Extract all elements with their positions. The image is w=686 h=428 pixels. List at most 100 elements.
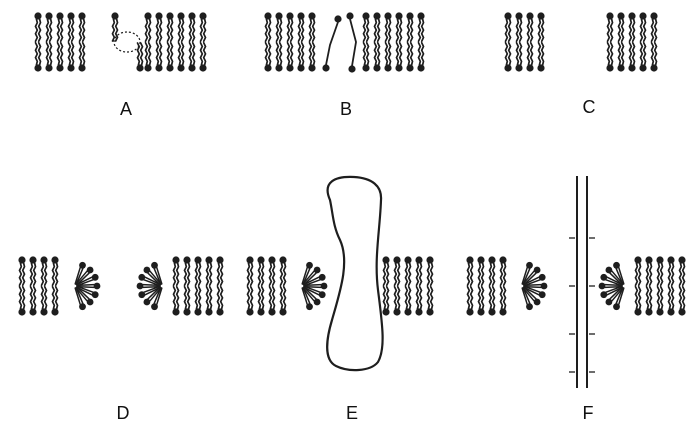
- lipid-tail: [645, 285, 650, 310]
- lipid-head: [393, 308, 401, 316]
- lipid-tail: [297, 18, 302, 43]
- lipid-tail: [156, 266, 163, 285]
- lipid-head: [667, 308, 675, 316]
- lipid-head: [488, 308, 496, 316]
- lipid-tail: [611, 270, 624, 285]
- lipid: [199, 41, 207, 72]
- lipid: [362, 41, 370, 72]
- lipid: [639, 12, 647, 43]
- lipid-tail: [59, 41, 64, 66]
- lipid: [382, 256, 390, 287]
- lipid: [183, 285, 191, 316]
- lipid-tail: [205, 285, 210, 310]
- lipid-tail: [54, 285, 59, 310]
- lipid: [537, 12, 545, 43]
- lipid-tail: [302, 286, 311, 305]
- lipid-tail: [362, 18, 367, 43]
- lipid-head: [540, 282, 548, 290]
- lipid-head: [634, 256, 642, 264]
- lipid-tail: [521, 266, 528, 285]
- lipid-tail: [56, 18, 61, 43]
- lipid-tail: [202, 41, 207, 66]
- lipid-tail: [278, 41, 283, 66]
- lipid-head: [656, 256, 664, 264]
- lipid: [166, 12, 174, 43]
- lipid: [373, 12, 381, 43]
- lipid-tail: [142, 283, 161, 287]
- lipid-tail: [264, 41, 269, 66]
- lipid: [404, 256, 412, 287]
- lipid-tail: [37, 18, 42, 43]
- lipid-tail: [537, 18, 542, 43]
- lipid: [78, 12, 86, 43]
- lipid-head: [600, 291, 608, 299]
- lipid-tail: [637, 262, 642, 287]
- lipid-tail: [507, 41, 512, 66]
- lipid-head: [600, 273, 608, 281]
- lipid-tail: [385, 285, 390, 310]
- lipid-tail: [373, 41, 378, 66]
- lipid-tail: [59, 18, 64, 43]
- lipid-tail: [48, 18, 53, 43]
- lipid-head: [395, 64, 403, 72]
- lipid-tail: [268, 262, 273, 287]
- lipid-tail: [393, 262, 398, 287]
- lipid-tail: [300, 18, 305, 43]
- lipid: [40, 256, 48, 287]
- lipid-head: [526, 261, 533, 269]
- lipid-head: [426, 308, 434, 316]
- lipid-head: [320, 282, 328, 290]
- lipid-head: [373, 64, 381, 72]
- lipid-tail: [75, 270, 88, 285]
- lipid-tail: [631, 18, 636, 43]
- lipid: [466, 285, 474, 316]
- lipid: [155, 41, 163, 72]
- lipid-tail: [175, 285, 180, 310]
- lipid: [308, 12, 316, 43]
- lipid-head: [91, 273, 99, 281]
- lipid-tail: [289, 41, 294, 66]
- lipid-tail: [653, 18, 658, 43]
- lipid-head: [183, 308, 191, 316]
- lipid: [404, 285, 412, 316]
- lipid-tail: [606, 18, 611, 43]
- lipid-tail: [219, 285, 224, 310]
- lipid-tail: [70, 41, 75, 66]
- lipid-head: [136, 64, 144, 72]
- lipid: [183, 256, 191, 287]
- lipid-tail: [681, 285, 686, 310]
- lipid: [177, 41, 185, 72]
- lipid-tail: [648, 285, 653, 310]
- lipid-head: [205, 256, 213, 264]
- lipid-tail: [199, 18, 204, 43]
- lipid-tail: [74, 287, 81, 306]
- lipid-tail: [659, 262, 664, 287]
- lipid-tail: [191, 41, 196, 66]
- lipid: [382, 285, 390, 316]
- lipid-head: [488, 256, 496, 264]
- lipid: [617, 41, 625, 72]
- lipid: [188, 41, 196, 72]
- lipid: [488, 285, 496, 316]
- lipid: [488, 256, 496, 287]
- lipid-tail: [407, 262, 412, 287]
- lipid-tail: [275, 41, 280, 66]
- lipid-tail: [504, 41, 509, 66]
- lipid-tail: [186, 262, 191, 287]
- lipid: [515, 12, 523, 43]
- lipid-tail: [282, 262, 287, 287]
- lipid-tail: [376, 18, 381, 43]
- lipid-tail: [488, 285, 493, 310]
- lipid-tail: [156, 287, 163, 306]
- panel-f-electrode-pore: [466, 176, 686, 388]
- lipid-tail: [620, 41, 625, 66]
- lipid-head: [650, 64, 658, 72]
- panel-label-e: E: [345, 403, 358, 423]
- lipid-head: [86, 298, 94, 306]
- lipid-tail: [418, 262, 423, 287]
- lipid-tail: [681, 262, 686, 287]
- lipid-tail: [286, 18, 291, 43]
- lipid-head: [650, 12, 658, 20]
- lipid-tail: [631, 41, 636, 66]
- lipid-tail: [406, 18, 411, 43]
